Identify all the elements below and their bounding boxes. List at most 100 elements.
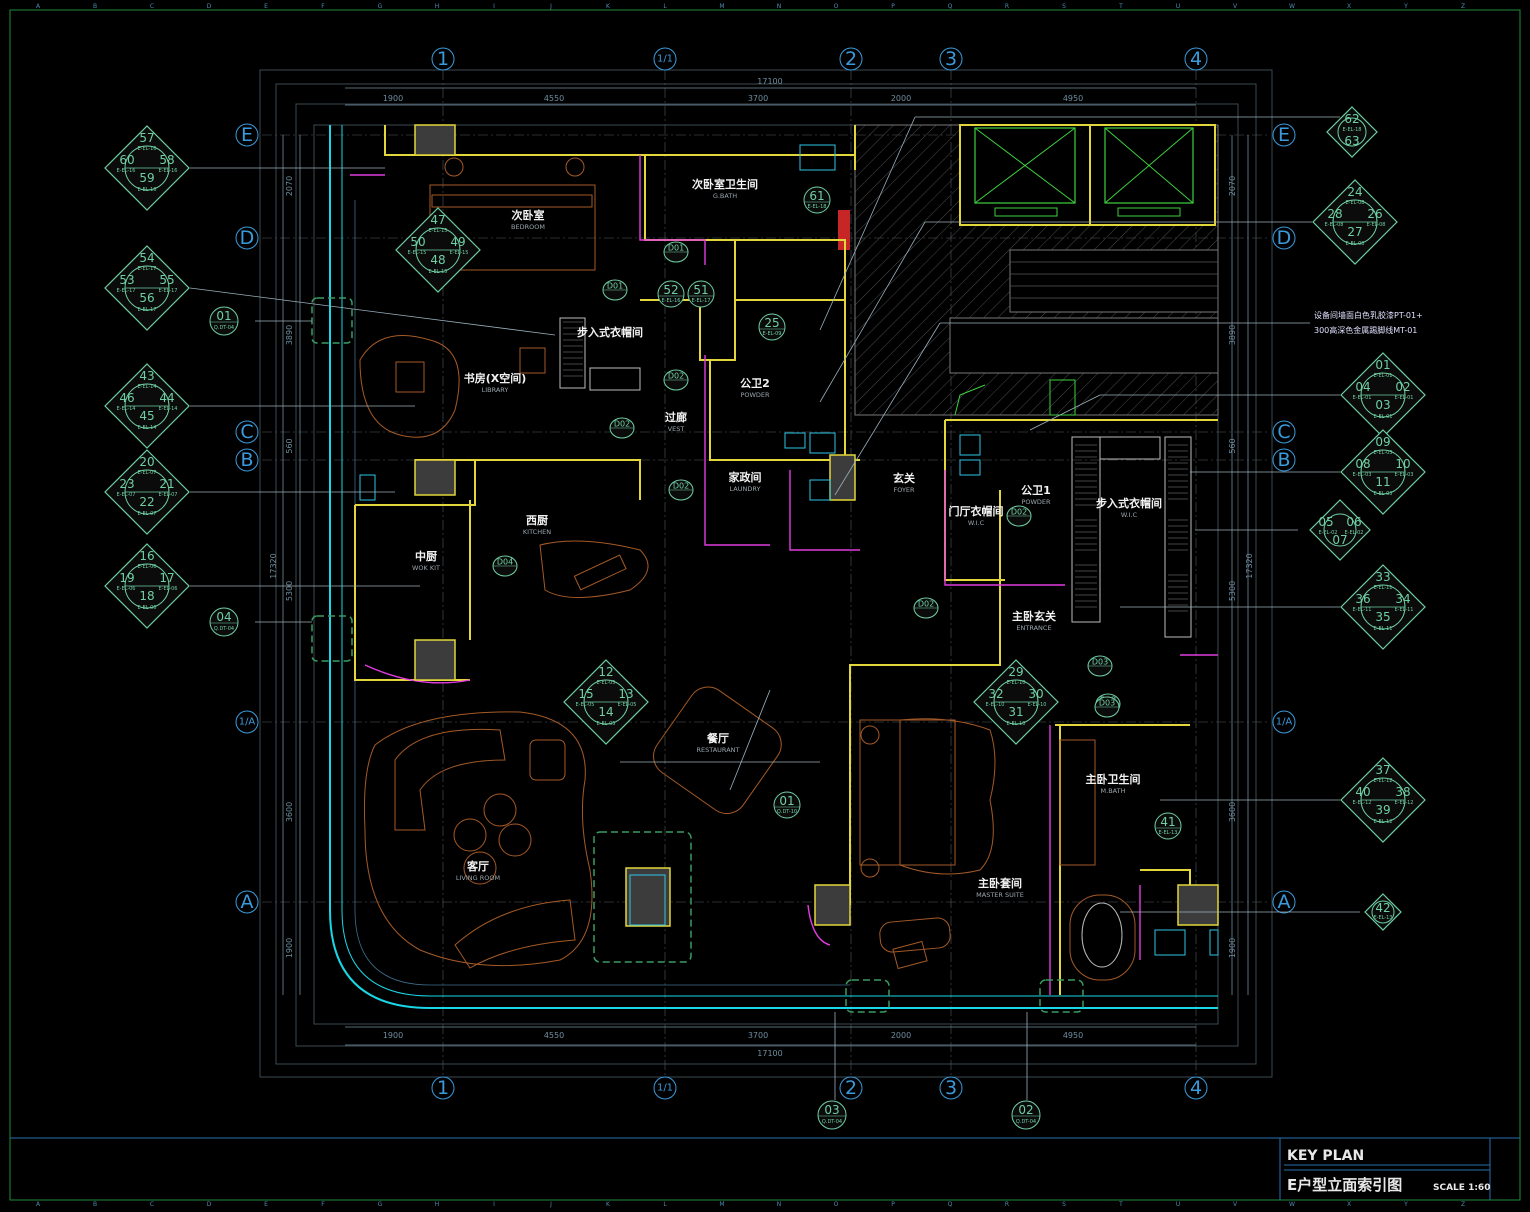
single-tag-ref: E-EL-17 [692,298,711,304]
index-ref: E-EL-16 [117,168,136,174]
edge-letter-bottom: A [36,1201,41,1208]
door-tag-label: D02 [918,600,934,609]
room-name-cn: 中厨 [415,549,437,563]
index-ref: E-EL-16 [138,187,157,193]
room-name-cn: 主卧玄关 [1012,609,1056,623]
edge-letter-bottom: S [1062,1201,1066,1208]
dim-bottom-4: 2000 [891,1031,911,1040]
grid-row-b-left: B [240,449,253,471]
edge-letter-bottom: N [777,1201,782,1208]
detail-tag-ref: Q.DT-04 [822,1119,842,1125]
door-tag: D02 [663,369,689,391]
dim-bottom-5: 4950 [1063,1031,1083,1040]
index-ref: E-EL-17 [138,266,157,272]
room-name-cn: 门厅衣帽间 [949,504,1004,518]
door-tag-label: D02 [673,482,689,491]
room-name-cn: 书房(X空间) [464,371,527,385]
index-ref: E-EL-10 [1028,702,1047,708]
grid-row-b-right: B [1277,449,1290,471]
detail-tag: 02Q.DT-04 [1011,1100,1041,1130]
index-tag: 42E-EL-13 [1364,893,1402,931]
detail-tag-ref: Q.DT-04 [214,325,234,331]
dim-left-5: 3600 [285,802,294,822]
index-number: 63 [1344,134,1359,148]
index-number: 58 [159,153,174,167]
index-number: 32 [988,687,1003,701]
edge-letter-top: A [36,3,41,10]
grid-row-e-right: E [1278,124,1290,146]
index-ref: E-EL-17 [117,288,136,294]
index-ref: E-EL-03 [1374,450,1393,456]
door-tag-label: D03 [1092,658,1108,667]
single-tag-ref: E-EL-16 [662,298,681,304]
door-tag: D03 [1087,655,1113,677]
index-number: 55 [159,273,174,287]
edge-letter-top: I [493,3,495,10]
index-number: 40 [1355,785,1370,799]
grid-col-1-bottom: 1 [437,1077,449,1099]
edge-letter-bottom: P [891,1201,895,1208]
index-number: 59 [139,171,154,185]
dim-right-overall: 17320 [1245,553,1254,578]
index-number: 13 [618,687,633,701]
index-ref: E-EL-06 [138,605,157,611]
index-ref: E-EL-15 [429,228,448,234]
dim-top-5: 4950 [1063,94,1083,103]
index-number: 45 [139,409,154,423]
index-ref: E-EL-08 [1325,222,1344,228]
index-ref: E-EL-11 [1374,626,1393,632]
room-name-cn: 主卧套间 [978,876,1022,890]
dim-left-6: 1900 [285,938,294,958]
single-tag-number: 61 [809,189,824,203]
index-number: 56 [139,291,154,305]
edge-letter-top: B [93,3,97,10]
index-number: 07 [1332,533,1347,547]
index-number: 26 [1367,207,1382,221]
index-ref: E-EL-01 [1374,373,1393,379]
door-tag: D02 [913,597,939,619]
room-name-cn: 西厨 [526,514,548,527]
grid-col-3-top: 3 [945,48,957,70]
detail-tag: 03Q.DT-04 [817,1100,847,1130]
index-ref: E-EL-08 [1346,241,1365,247]
index-ref: E-EL-15 [429,269,448,275]
single-tag: 52E-EL-16 [657,280,685,308]
edge-letter-top: G [378,3,383,10]
index-number: 35 [1375,610,1390,624]
edge-letter-bottom: Z [1461,1201,1465,1208]
grid-row-d-left: D [240,227,255,249]
single-tag-number: 51 [693,283,708,297]
room-name-en: M.BATH [1101,787,1126,795]
room-name-en: RESTAURANT [697,746,740,754]
edge-letter-top: W [1289,3,1295,10]
index-ref: E-EL-06 [117,586,136,592]
edge-letter-bottom: Q [948,1201,953,1208]
edge-letter-top: T [1118,3,1123,10]
index-ref: E-EL-14 [159,406,178,412]
edge-letter-bottom: B [93,1201,97,1208]
dim-left-4: 5300 [285,581,294,601]
dim-top-3: 3700 [748,94,768,103]
drawing-scale: SCALE 1:60 [1433,1183,1490,1193]
index-ref: E-EL-05 [597,721,616,727]
grid-bubbles [235,47,1296,1100]
index-ref: E-EL-07 [138,511,157,517]
index-ref: E-EL-08 [1346,200,1365,206]
edge-letter-bottom: E [264,1201,268,1208]
door-tag: D03 [1094,696,1120,718]
index-number: 49 [450,235,465,249]
index-number: 44 [159,391,174,405]
dim-right-6: 1900 [1228,938,1237,958]
index-number: 39 [1375,803,1390,817]
